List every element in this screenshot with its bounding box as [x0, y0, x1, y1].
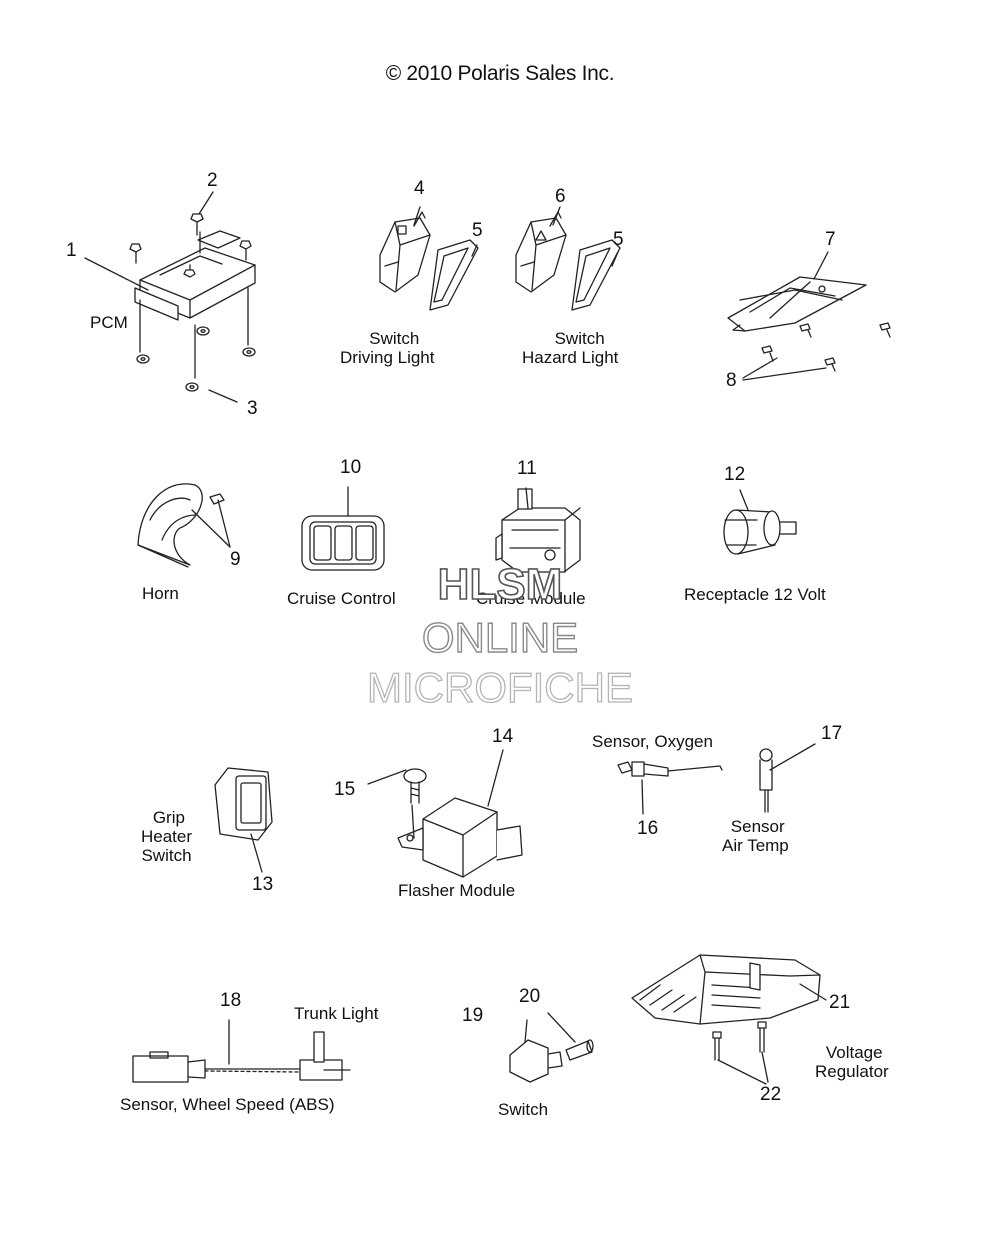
callout-10: 10: [340, 457, 362, 478]
switch-drawing: [509, 1012, 594, 1083]
label-voltage-regulator: Voltage Regulator: [815, 1043, 889, 1081]
label-switch-hazard-light: Switch Hazard Light: [522, 329, 619, 367]
callout-19: 19: [462, 1005, 484, 1026]
callout-11: 11: [517, 458, 537, 479]
watermark-line-2: ONLINE: [421, 613, 579, 661]
label-sensor-wheel-speed: Sensor, Wheel Speed (ABS): [120, 1095, 335, 1114]
label-switch-driving-light: Switch Driving Light: [340, 329, 435, 367]
callout-9: 9: [230, 549, 241, 570]
label-sensor-oxygen: Sensor, Oxygen: [592, 732, 713, 751]
callout-5b: 5: [613, 229, 624, 250]
pcm-screws: [129, 213, 256, 392]
label-flasher-module: Flasher Module: [398, 881, 516, 900]
callout-16: 16: [637, 818, 659, 839]
callout-3: 3: [247, 398, 258, 419]
callout-6: 6: [555, 186, 566, 207]
bracket-drawing: [727, 251, 891, 381]
air-temp-sensor-drawing: [759, 743, 816, 813]
callout-15: 15: [334, 779, 356, 800]
label-switch: Switch: [498, 1100, 549, 1119]
cruise-control-drawing: [301, 486, 385, 571]
callout-2: 2: [207, 170, 218, 191]
label-trunk-light: Trunk Light: [294, 1004, 379, 1023]
watermark-line-1: HLSM: [437, 559, 563, 610]
oxygen-sensor-drawing: [617, 761, 723, 815]
label-pcm: PCM: [90, 313, 128, 332]
callout-18: 18: [220, 990, 242, 1011]
label-receptacle: Receptacle 12 Volt: [684, 585, 826, 604]
receptacle-drawing: [723, 489, 797, 555]
label-cruise-module: Cruise Module: [476, 589, 586, 608]
callout-7: 7: [825, 229, 836, 250]
callout-8: 8: [726, 370, 737, 391]
copyright-text: © 2010 Polaris Sales Inc.: [385, 62, 615, 85]
callout-5: 5: [472, 220, 483, 241]
callout-14: 14: [492, 726, 514, 747]
callout-1: 1: [66, 240, 77, 261]
cruise-module-drawing: [495, 487, 581, 573]
callout-21: 21: [829, 992, 851, 1013]
callout-12: 12: [724, 464, 746, 485]
voltage-regulator-drawing: [631, 954, 827, 1085]
grip-heater-switch-drawing: [214, 767, 273, 873]
label-grip-heater-switch: Grip Heater Switch: [141, 808, 193, 865]
watermark-line-3: MICROFICHE: [366, 663, 633, 711]
callout-20: 20: [519, 986, 541, 1007]
callout-22: 22: [760, 1084, 782, 1105]
callout-4: 4: [414, 178, 425, 199]
wheel-speed-sensor-drawing: [132, 1019, 351, 1083]
label-cruise-control: Cruise Control: [287, 589, 396, 608]
label-sensor-air-temp: Sensor Air Temp: [722, 817, 789, 855]
callout-13: 13: [252, 874, 274, 895]
driving-light-switch-drawing: [379, 206, 479, 311]
horn-drawing: [137, 483, 231, 568]
flasher-module-drawing: [367, 749, 523, 878]
callout-17: 17: [821, 723, 843, 744]
hazard-light-switch-drawing: [515, 206, 621, 311]
label-horn: Horn: [142, 584, 179, 603]
